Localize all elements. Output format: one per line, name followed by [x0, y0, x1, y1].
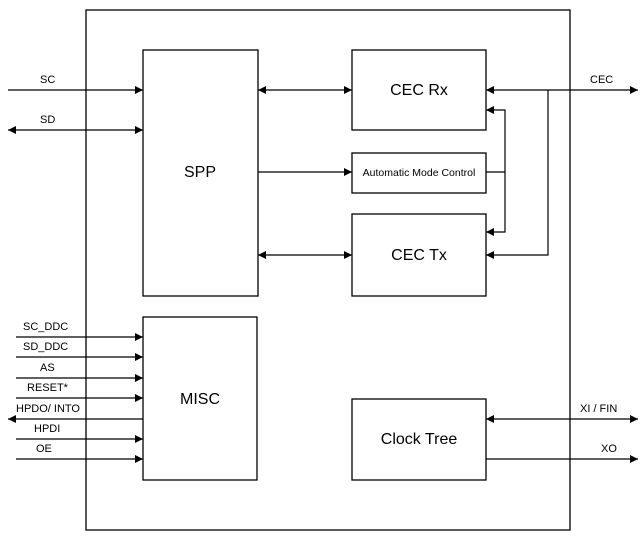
sd-label: SD	[40, 114, 55, 126]
hpdo-into-label: HPDO/ INTO	[16, 403, 80, 415]
amc-block: Automatic Mode Control	[351, 152, 487, 194]
misc-block: MISC	[142, 316, 258, 481]
clock-tree-label: Clock Tree	[381, 431, 458, 448]
xo-label: XO	[601, 443, 617, 455]
cec-tx-block: CEC Tx	[351, 213, 487, 297]
amc-to-tx-wire	[486, 172, 506, 236]
sc-ddc-label: SC_DDC	[23, 321, 68, 333]
cec-rx-block: CEC Rx	[351, 49, 487, 131]
amc-to-rx-wire	[486, 106, 506, 172]
as-label: AS	[40, 362, 55, 374]
misc-label: MISC	[180, 391, 220, 408]
cec-label: CEC	[590, 74, 613, 86]
spp-block: SPP	[142, 49, 259, 297]
cec-tx-label: CEC Tx	[391, 247, 447, 264]
amc-label: Automatic Mode Control	[363, 167, 476, 179]
xi-fin-label: XI / FIN	[580, 403, 617, 415]
cec-to-tx-wire	[486, 90, 549, 259]
oe-label: OE	[36, 443, 52, 455]
sc-label: SC	[40, 74, 55, 86]
hpdi-label: HPDI	[34, 423, 60, 435]
reset-label: RESET*	[27, 382, 69, 394]
spp-label: SPP	[184, 164, 216, 181]
cec-rx-label: CEC Rx	[390, 82, 448, 99]
sd-ddc-label: SD_DDC	[23, 341, 68, 353]
clock-tree-block: Clock Tree	[351, 398, 487, 481]
